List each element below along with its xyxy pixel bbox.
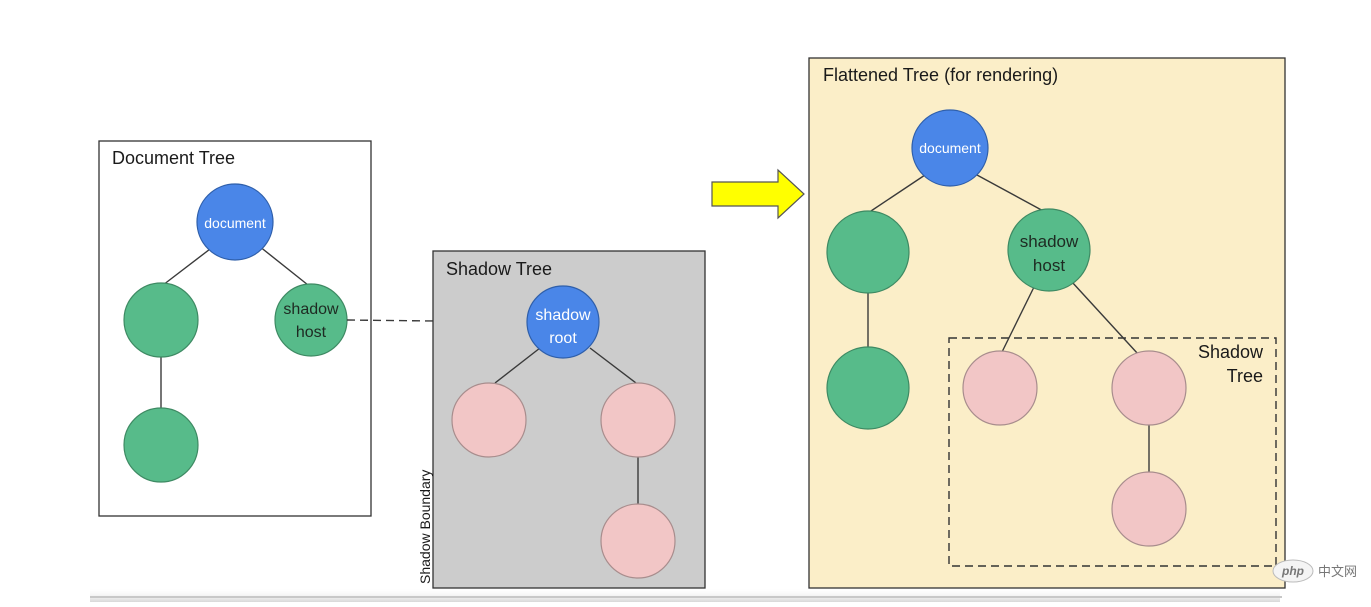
shadow-host-node (1007, 208, 1091, 292)
shadow-root-node (526, 285, 600, 359)
shadow-tree-region-label-line2: Tree (1227, 366, 1263, 386)
shadow-host-node (274, 283, 348, 357)
flattened-tree-box (808, 57, 1286, 589)
shadow-root-label-line2: root (549, 330, 577, 347)
edge (258, 245, 309, 286)
shadow-child-node (451, 382, 527, 458)
document-tree-panel: Document Tree document shadow host (98, 140, 372, 517)
php-cn-watermark: php 中文网 (1272, 559, 1357, 583)
shadow-child-node (600, 503, 676, 579)
shadow-root-label-line1: shadow (535, 307, 591, 324)
edge (1001, 284, 1036, 353)
shadow-boundary-label: Shadow Boundary (417, 470, 433, 584)
document-node (196, 183, 274, 261)
php-logo-icon (1272, 559, 1314, 583)
tree-node (826, 346, 910, 430)
document-tree-title: Document Tree (112, 148, 235, 168)
watermark-brand: php (1281, 564, 1304, 578)
shadow-host-label-line2: host (1033, 256, 1065, 275)
document-node-label: document (204, 215, 266, 231)
slide-bottom-shadow (90, 588, 1280, 602)
tree-node (123, 407, 199, 483)
edge (867, 174, 926, 214)
shadow-child-node (600, 382, 676, 458)
shadow-tree-region (948, 337, 1277, 567)
tree-node (123, 282, 199, 358)
shadow-tree-region-label-line1: Shadow (1198, 342, 1264, 362)
shadow-child-node (1111, 350, 1187, 426)
edge (976, 174, 1048, 214)
edge (162, 245, 215, 286)
watermark-site: 中文网 (1318, 564, 1357, 579)
edge (494, 347, 541, 384)
flattened-tree-title: Flattened Tree (for rendering) (823, 65, 1058, 85)
shadow-child-node (1111, 471, 1187, 547)
shadow-tree-panel: Shadow Tree Shadow Boundary shadow root (417, 250, 706, 589)
shadow-child-node (962, 350, 1038, 426)
document-node (911, 109, 989, 187)
edge (1071, 281, 1139, 355)
shadow-host-label-line1: shadow (1020, 232, 1079, 251)
shadow-tree-title: Shadow Tree (446, 259, 552, 279)
document-node-label: document (919, 140, 981, 156)
shadow-host-label-line2: host (296, 324, 327, 341)
flattened-tree-panel: Flattened Tree (for rendering) Shadow Tr… (808, 57, 1286, 589)
transform-arrow-icon (711, 168, 805, 220)
tree-node (826, 210, 910, 294)
edge (589, 347, 637, 384)
shadow-host-label-line1: shadow (283, 301, 339, 318)
